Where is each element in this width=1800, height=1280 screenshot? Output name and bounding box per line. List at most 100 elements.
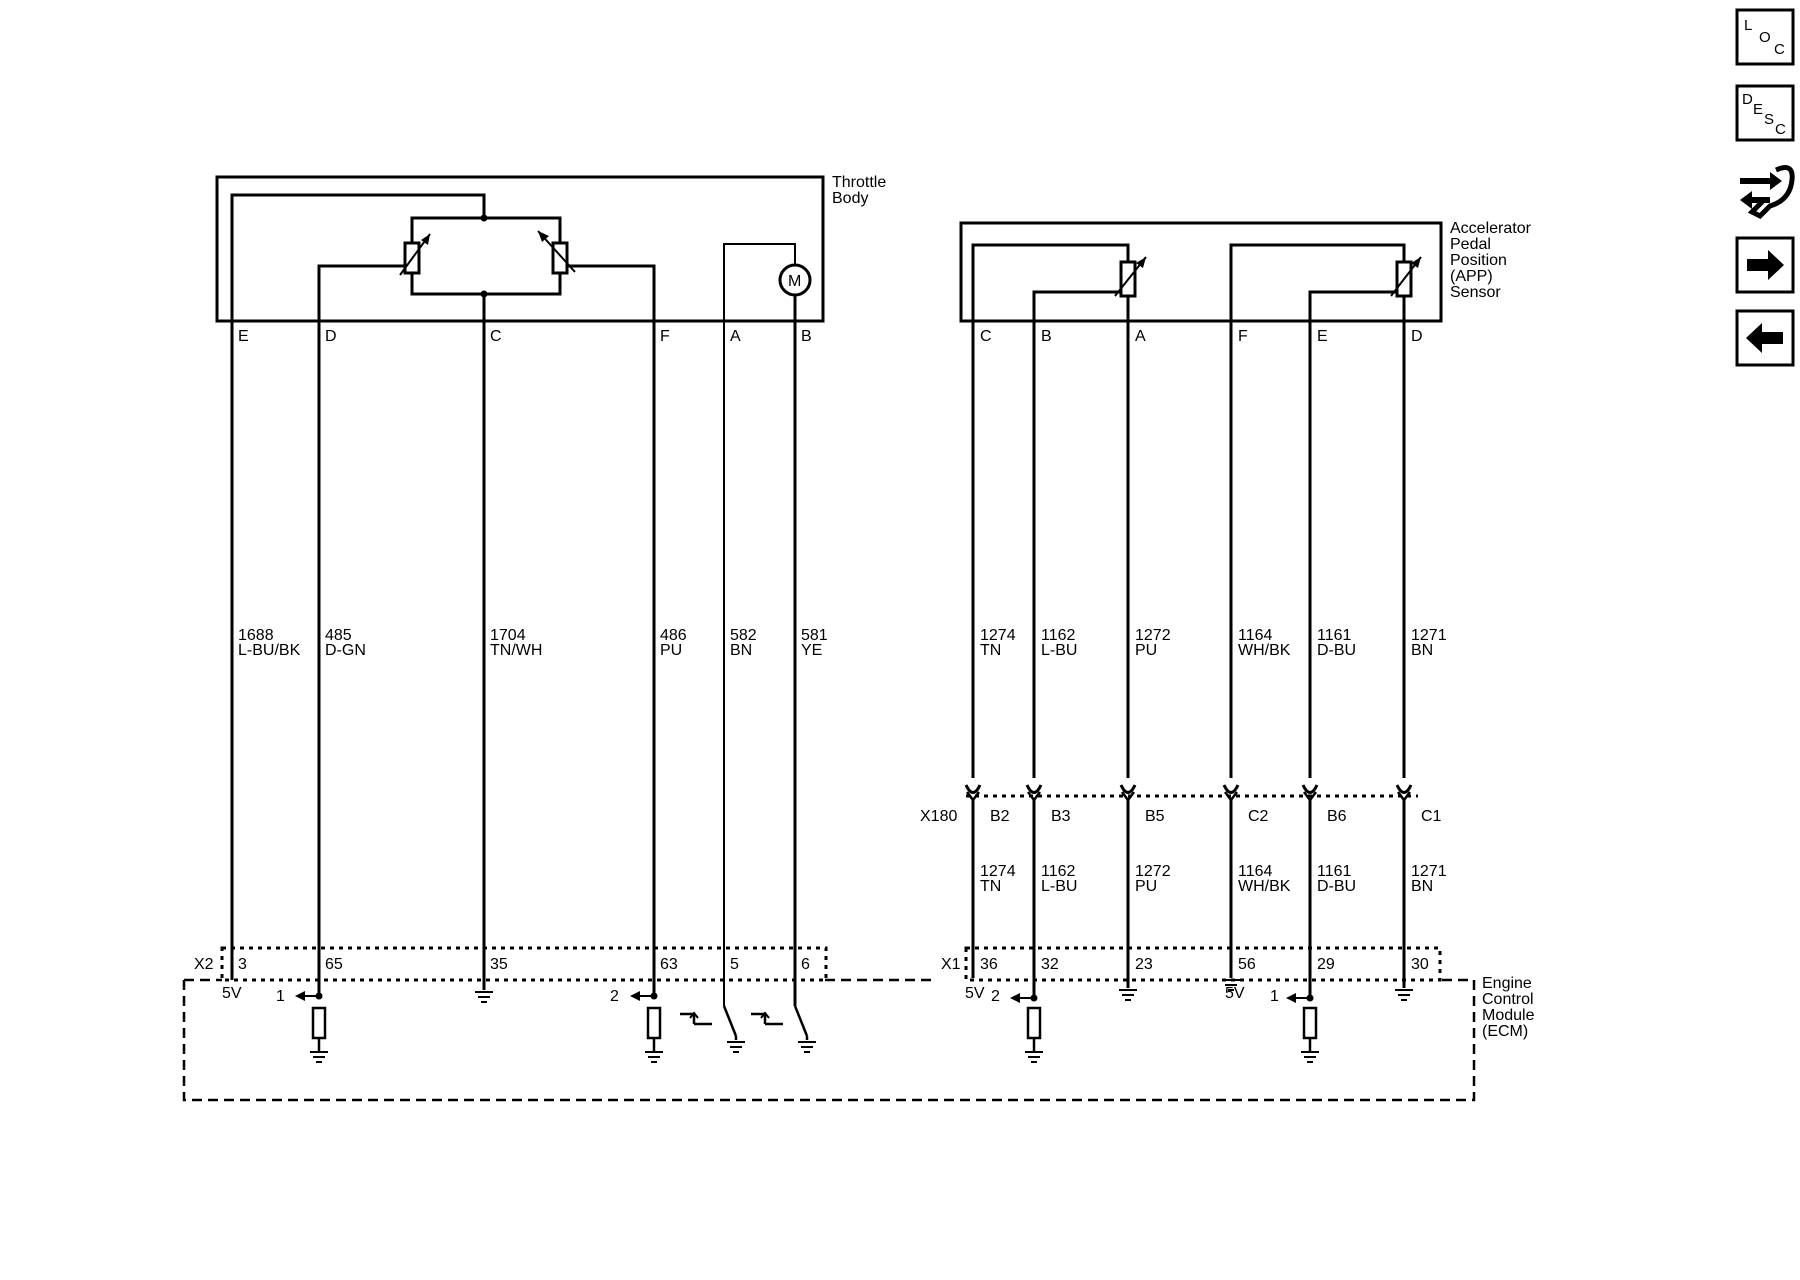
x180-terminal-tip (1224, 791, 1238, 803)
svg-text:L: L (1744, 17, 1752, 34)
tb-wire-color: BN (730, 642, 752, 659)
x1-label: X1 (941, 956, 961, 973)
app-wire-circuit: 1162 (1041, 627, 1076, 644)
tb-pin-c: C (490, 328, 502, 345)
signal-1-label: 1 (276, 988, 285, 1005)
svg-text:D: D (1742, 91, 1753, 108)
ref-5v-label: 5V (1225, 985, 1245, 1002)
app-wire-color: L-BU (1041, 878, 1077, 895)
x1-pin: 36 (980, 956, 998, 973)
ecm-box (182, 978, 1476, 1102)
app-pin-e: E (1317, 328, 1328, 345)
tb-pin-b: B (801, 328, 812, 345)
tb-junction-bottom (480, 290, 488, 298)
app-sensor-title: Position (1450, 252, 1507, 269)
tb-sensor-bridge (410, 216, 562, 296)
signal-arrow-icon (1010, 993, 1020, 1003)
x180-terminal (1025, 784, 1043, 794)
app-wire-circuit: 1162 (1041, 863, 1076, 880)
x1-pin: 56 (1238, 956, 1256, 973)
x1-pin: 29 (1317, 956, 1335, 973)
app-internal-c (971, 243, 1130, 321)
x180-terminal (1222, 784, 1240, 794)
app-wire-circuit: 1161 (1317, 863, 1352, 880)
tb-harness: 1688 L-BU/BK 485 D-GN 1704 TN/WH 486 PU … (230, 321, 828, 1006)
app-wire-circuit: 1271 (1411, 627, 1447, 644)
x1-pin: 32 (1041, 956, 1059, 973)
signal-2-label: 2 (991, 988, 1000, 1005)
app-wire-color: TN (980, 642, 1001, 659)
location-button[interactable]: L O C (1735, 8, 1795, 66)
driver-control-arrow (760, 1011, 770, 1019)
svg-text:C: C (1774, 41, 1785, 58)
tb-potentiometer-2 (551, 241, 569, 275)
app-internal-e (1308, 290, 1397, 321)
throttle-body-title-2: Body (832, 190, 868, 207)
app-wire-color: PU (1135, 642, 1157, 659)
app-pot2-arrow (1411, 257, 1421, 268)
x180-terminal-tip (1397, 791, 1411, 803)
tb-internal-f (567, 264, 656, 321)
x180-pin: B3 (1051, 808, 1071, 825)
tb-wire-color: D-GN (325, 642, 366, 659)
app-pin-c: C (980, 328, 992, 345)
tb-wire-circuit: 582 (730, 627, 757, 644)
tb-pin-f: F (660, 328, 670, 345)
ecm-connector-x1 (964, 946, 1442, 982)
signal-2-label: 2 (610, 988, 619, 1005)
ecm-connector-x2 (220, 946, 828, 982)
x2-pin: 5 (730, 956, 739, 973)
app-wire-circuit: 1272 (1135, 863, 1171, 880)
inline-connector-x180: X180 B2 B3 B5 C2 B6 C1 (920, 784, 1442, 825)
x1-pin: 23 (1135, 956, 1153, 973)
x180-label: X180 (920, 808, 957, 825)
ecm-title: Engine (1482, 975, 1532, 992)
svg-text:O: O (1759, 29, 1771, 46)
app-sensor-title: Accelerator (1450, 220, 1532, 237)
x2-label: X2 (194, 956, 214, 973)
app-wire-color: L-BU (1041, 642, 1077, 659)
app-wire-circuit: 1274 (980, 863, 1016, 880)
signal-1-label: 1 (1270, 988, 1279, 1005)
app-sensor-title: (APP) (1450, 268, 1493, 285)
throttle-body-box (215, 175, 825, 323)
signal-arrow-icon (295, 991, 305, 1001)
app-wire-color: BN (1411, 642, 1433, 659)
signal-arrow-icon (630, 991, 640, 1001)
arrow-left-icon[interactable] (1735, 309, 1795, 367)
app-wire-circuit: 1274 (980, 627, 1016, 644)
app-wire-circuit: 1164 (1238, 863, 1273, 880)
tb-wire-circuit: 486 (660, 627, 687, 644)
ecm-title: Module (1482, 1007, 1535, 1024)
app-wire-color: D-BU (1317, 878, 1356, 895)
resistor-icon (311, 1006, 327, 1040)
driver-control-arrow (689, 1011, 699, 1019)
arrow-right-icon[interactable] (1735, 236, 1795, 294)
tb-wire-color: L-BU/BK (238, 642, 301, 659)
connector-tool-icon[interactable] (1740, 165, 1795, 220)
app-wire-color: WH/BK (1238, 878, 1291, 895)
tb-internal-d (317, 264, 405, 321)
app-wire-color: D-BU (1317, 642, 1356, 659)
switch-blade (793, 1005, 809, 1037)
x180-terminal (1119, 784, 1137, 794)
app-wire-color: PU (1135, 878, 1157, 895)
x2-pin: 3 (238, 956, 247, 973)
tb-internal-a (723, 243, 796, 321)
description-button[interactable]: D E S C (1735, 84, 1795, 142)
app-wire-color: TN (980, 878, 1001, 895)
app-internal-b (1032, 290, 1121, 321)
tb-wire-circuit: 1688 (238, 627, 274, 644)
resistor-icon (1302, 1006, 1318, 1040)
svg-text:C: C (1775, 121, 1786, 138)
app-wire-color: WH/BK (1238, 642, 1291, 659)
tb-pin-a: A (730, 328, 741, 345)
x180-terminal (964, 784, 982, 794)
ecm-title: (ECM) (1482, 1023, 1528, 1040)
app-pin-f: F (1238, 328, 1248, 345)
ref-5v-label: 5V (965, 985, 985, 1002)
tb-pot2-arrow (538, 231, 549, 242)
app-wire-color: BN (1411, 878, 1433, 895)
tb-pin-d: D (325, 328, 337, 345)
